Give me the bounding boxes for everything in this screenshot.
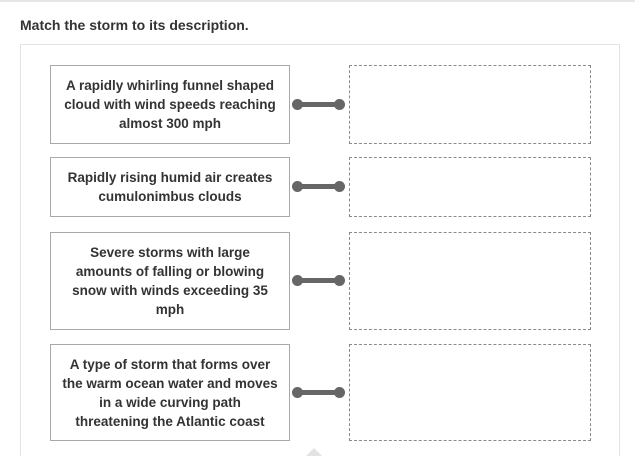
match-row: Severe storms with large amounts of fall… [21,232,619,330]
answer-drop-zone[interactable] [349,65,591,144]
description-card: A type of storm that forms over the warm… [50,344,290,441]
top-divider [0,0,635,2]
connector-end-dot[interactable] [334,181,345,192]
description-text: A type of storm that forms over the warm… [62,356,278,429]
description-card: Rapidly rising humid air creates cumulon… [50,157,290,217]
matching-panel: A rapidly whirling funnel shaped cloud w… [20,44,620,456]
connector-bar [298,101,338,107]
panel-pointer-arrow [306,448,322,456]
connector-end-dot[interactable] [334,98,345,110]
connector-bar [298,278,338,283]
description-text: A rapidly whirling funnel shaped cloud w… [64,78,276,131]
connector-end-dot[interactable] [334,386,345,398]
description-card: Severe storms with large amounts of fall… [50,232,290,330]
connector-start-dot [292,386,303,398]
connector-handle[interactable] [290,274,345,288]
question-prompt: Match the storm to its description. [20,17,249,33]
description-card: A rapidly whirling funnel shaped cloud w… [50,65,290,144]
connector-handle[interactable] [290,386,345,400]
connector-bar [298,389,338,395]
connector-handle[interactable] [290,98,345,112]
answer-drop-zone[interactable] [349,232,591,330]
connector-start-dot [292,275,303,286]
description-text: Rapidly rising humid air creates cumulon… [67,170,273,204]
connector-handle[interactable] [290,180,345,194]
connector-bar [298,184,338,189]
connector-start-dot [292,98,303,110]
connector-start-dot [292,181,303,192]
match-row: A type of storm that forms over the warm… [21,344,619,441]
connector-end-dot[interactable] [334,275,345,286]
answer-drop-zone[interactable] [349,157,591,217]
match-row: Rapidly rising humid air creates cumulon… [21,157,619,217]
match-row: A rapidly whirling funnel shaped cloud w… [21,65,619,144]
description-text: Severe storms with large amounts of fall… [72,245,268,317]
answer-drop-zone[interactable] [349,344,591,441]
